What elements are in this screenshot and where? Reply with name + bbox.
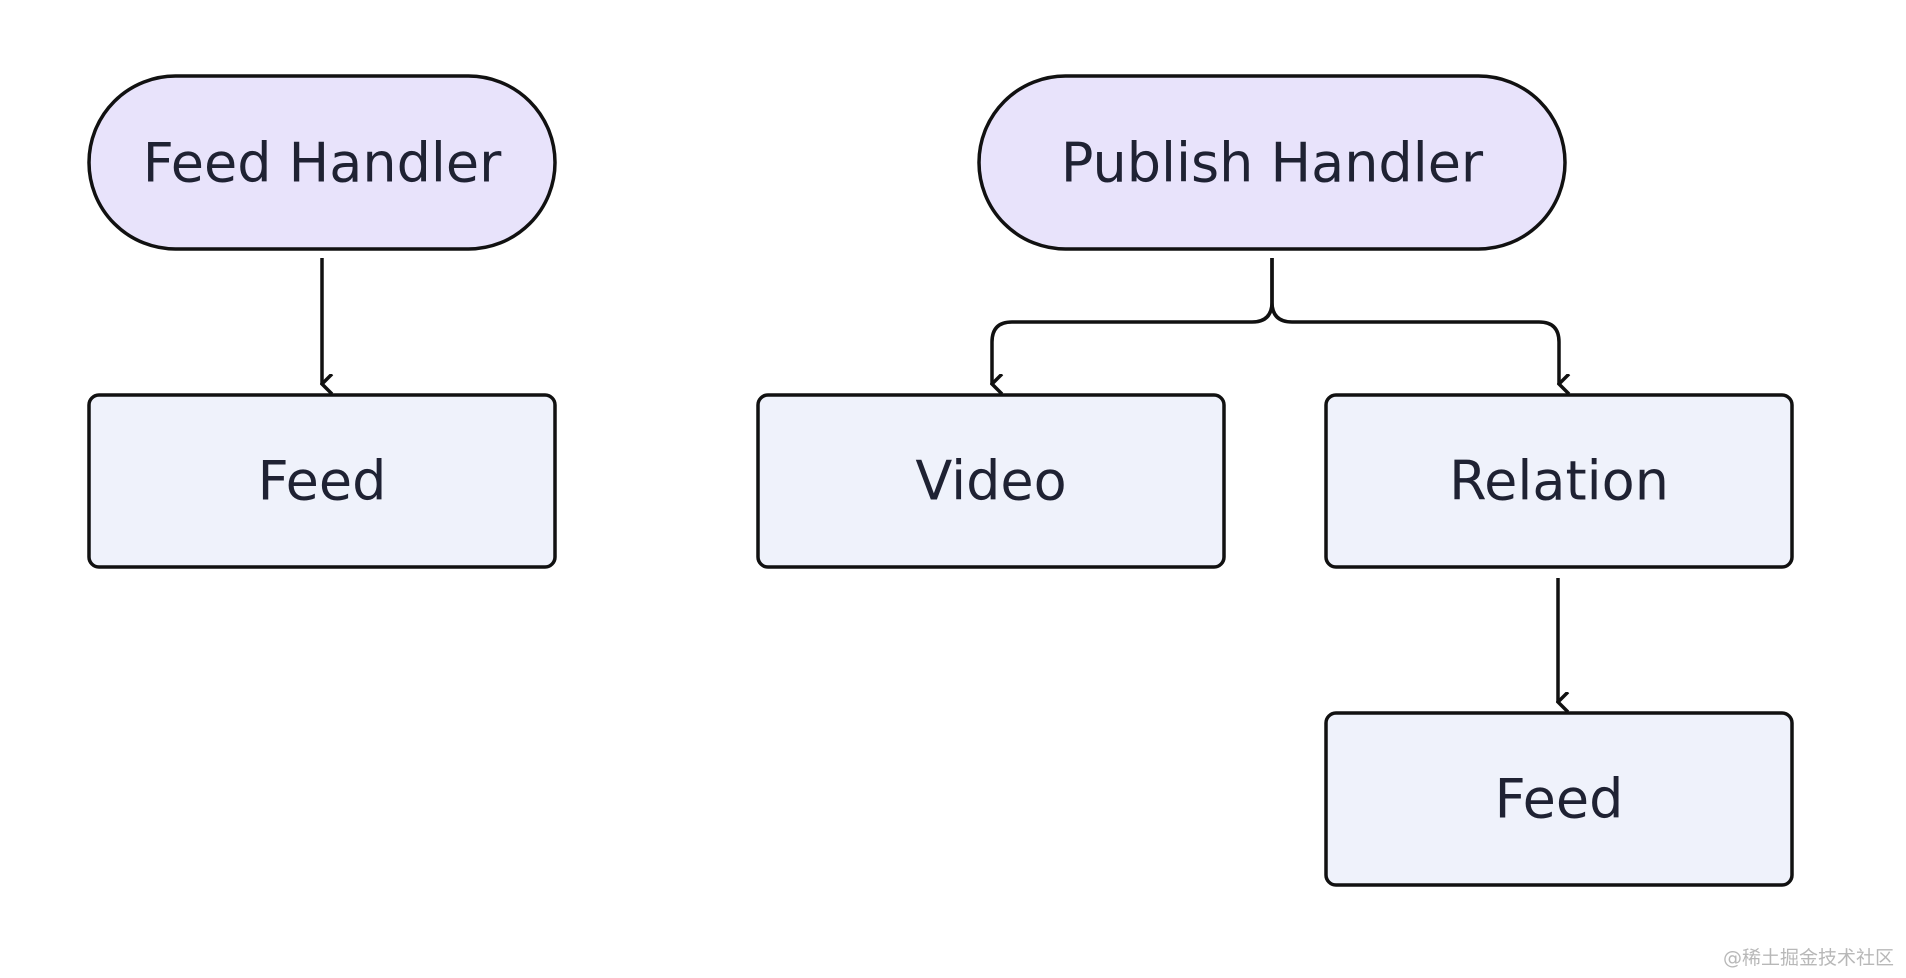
feed-handler-node: Feed Handler — [87, 74, 557, 251]
edge-publish-handler-to-video — [992, 258, 1274, 384]
feed-handler-shape — [87, 74, 557, 251]
feed-handler-label: Feed Handler — [143, 132, 502, 195]
video-label: Video — [915, 450, 1066, 513]
video-shape — [756, 393, 1226, 569]
publish-handler-shape — [977, 74, 1567, 251]
feed-left-shape — [87, 393, 557, 569]
feed-right-shape — [1324, 711, 1794, 887]
relation-label: Relation — [1449, 450, 1669, 513]
feed-right-label: Feed — [1495, 768, 1624, 831]
edge-publish-handler-to-relation — [1270, 258, 1559, 384]
relation-shape — [1324, 393, 1794, 569]
publish-handler-label: Publish Handler — [1061, 132, 1484, 195]
relation-node: Relation — [1324, 393, 1794, 569]
video-node: Video — [756, 393, 1226, 569]
feed-node-left: Feed — [87, 393, 557, 569]
watermark: @稀土掘金技术社区 — [1722, 947, 1894, 969]
feed-left-label: Feed — [258, 450, 387, 513]
publish-handler-node: Publish Handler — [977, 74, 1567, 251]
feed-node-right: Feed — [1324, 711, 1794, 887]
